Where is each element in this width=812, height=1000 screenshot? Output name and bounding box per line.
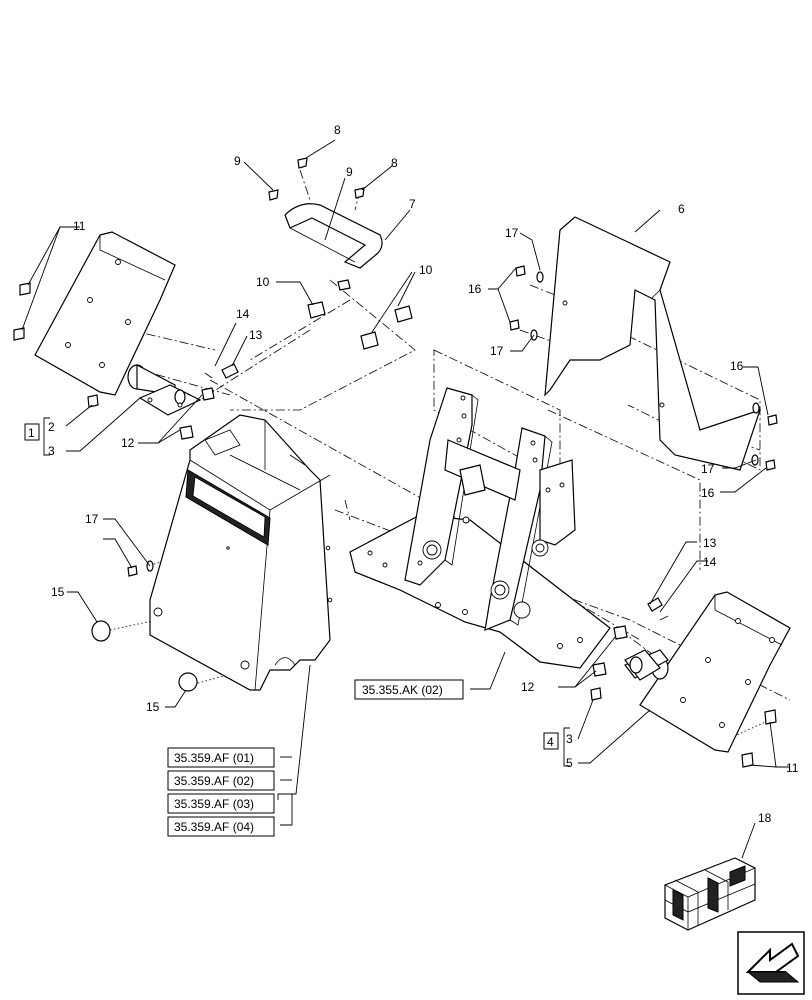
callout-9: 9 (234, 154, 241, 168)
left-pedal-bracket (34, 231, 202, 416)
callout-6: 6 (678, 202, 685, 216)
callout-10: 10 (256, 275, 270, 289)
ref-console-1[interactable]: 35.359.AF (01) (167, 747, 275, 768)
console-housing (149, 414, 333, 691)
callout-8: 8 (391, 156, 398, 170)
cover-sheet (544, 216, 761, 471)
boxed-callouts: 1 4 (24, 423, 559, 750)
callout-7: 7 (409, 197, 416, 211)
ref-console-2[interactable]: 35.359.AF (02) (167, 770, 275, 791)
pull-handle (284, 203, 383, 269)
callout-16: 16 (701, 486, 715, 500)
callout-2: 2 (48, 420, 55, 434)
callout-12: 12 (121, 436, 135, 450)
ref-console-label: 35.359.AF (04) (174, 820, 254, 834)
callout-11: 11 (786, 761, 799, 775)
callout-12: 12 (521, 680, 535, 694)
ref-frame[interactable]: 35.355.AK (02) (354, 679, 464, 700)
callout-15: 15 (146, 700, 160, 714)
callout-1: 1 (28, 426, 35, 440)
callout-11: 11 (73, 219, 86, 233)
leader-lines (21, 139, 790, 859)
callout-14: 14 (236, 307, 250, 321)
callout-13: 13 (249, 328, 263, 342)
previous-page-arrow-icon[interactable] (737, 931, 805, 995)
ref-console-3[interactable]: 35.359.AF (03) (167, 793, 275, 814)
callout-17: 17 (490, 344, 504, 358)
callout-17: 17 (85, 512, 99, 526)
fasteners (13, 157, 778, 768)
ref-console-label: 35.359.AF (01) (174, 751, 254, 765)
callout-17: 17 (701, 462, 715, 476)
clips (307, 279, 413, 350)
callout-5: 5 (566, 756, 573, 770)
callout-numbers: 8 9 9 8 7 10 10 6 17 16 17 16 17 16 11 1… (48, 123, 799, 825)
reference-boxes: 35.355.AK (02) 35.359.AF (01) 35.359.AF … (167, 679, 464, 837)
ref-console-label: 35.359.AF (03) (174, 797, 254, 811)
callout-8: 8 (334, 123, 341, 137)
ref-frame-label: 35.355.AK (02) (362, 683, 443, 697)
callout-3: 3 (566, 732, 573, 746)
callout-18: 18 (758, 811, 772, 825)
right-pedal-bracket (624, 591, 791, 753)
ref-console-label: 35.359.AF (02) (174, 774, 254, 788)
ref-console-4[interactable]: 35.359.AF (04) (167, 816, 275, 837)
callout-14: 14 (703, 555, 717, 569)
callout-13: 13 (703, 536, 717, 550)
kit-crate-icon (664, 857, 756, 931)
callout-17: 17 (505, 226, 519, 240)
callout-16: 16 (730, 359, 744, 373)
callout-16: 16 (468, 282, 482, 296)
callout-10: 10 (419, 263, 433, 277)
callout-15: 15 (51, 585, 65, 599)
support-frame (349, 387, 611, 669)
callout-4: 4 (547, 735, 554, 749)
callout-3: 3 (48, 444, 55, 458)
callout-9: 9 (346, 165, 353, 179)
